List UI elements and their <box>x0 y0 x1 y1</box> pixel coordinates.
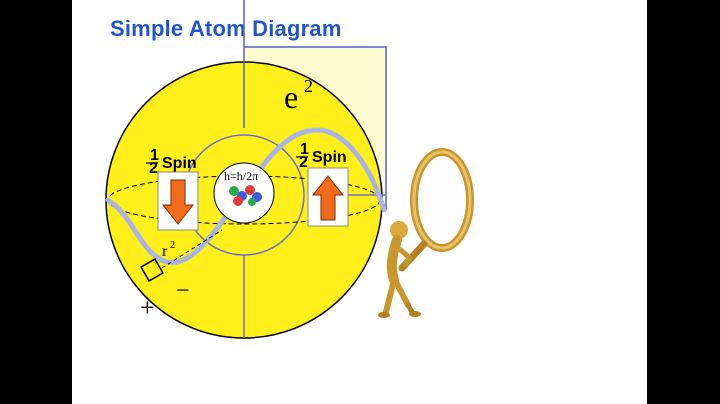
spin-down-arrow-icon <box>161 179 195 225</box>
spin-left-label: Spin <box>162 155 197 172</box>
svg-text:2: 2 <box>149 160 158 177</box>
radius-exponent: 2 <box>170 240 175 251</box>
nucleus-particles-icon <box>229 185 262 206</box>
slide-title: Simple Atom Diagram <box>110 16 342 41</box>
spin-up-arrow-icon <box>311 175 345 221</box>
svg-text:1: 1 <box>150 147 159 164</box>
plus-sign: + <box>140 293 155 322</box>
energy-exponent: 2 <box>304 76 313 96</box>
half-fraction-right: 1 2 <box>296 141 309 171</box>
r-squared-line <box>161 229 223 269</box>
half-fraction-left: 1 2 <box>146 147 159 177</box>
slide: Simple Atom Diagram <box>72 0 647 404</box>
magnifying-glass-figure-icon <box>378 148 474 318</box>
atom-diagram: 1 2 Spin 1 2 Spin h=h/2π e 2 r 2 + − <box>105 0 474 339</box>
spin-right-label: Spin <box>312 149 347 166</box>
radius-label: r <box>162 243 168 260</box>
minus-sign: − <box>176 278 190 304</box>
svg-text:2: 2 <box>299 154 308 171</box>
energy-label: e <box>284 79 298 115</box>
svg-text:1: 1 <box>300 141 309 158</box>
right-angle-marker <box>140 258 164 282</box>
square-frame <box>244 46 387 210</box>
planck-label: h=h/2π <box>224 169 258 183</box>
